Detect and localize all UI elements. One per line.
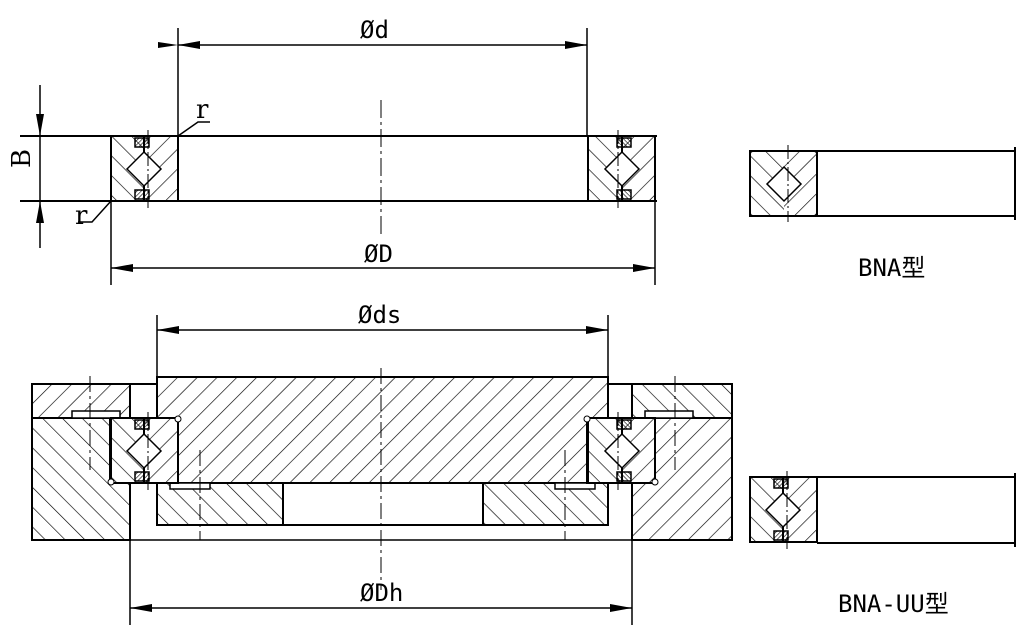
bna-type-view bbox=[749, 145, 1016, 222]
label-D: ØD bbox=[364, 240, 393, 268]
label-r-top: r bbox=[196, 95, 209, 125]
bearing-section-left bbox=[110, 129, 179, 209]
top-section-view bbox=[20, 28, 657, 285]
label-ds: Øds bbox=[358, 301, 401, 329]
bearing-section-right bbox=[587, 129, 656, 209]
label-Dh: ØDh bbox=[360, 579, 403, 607]
bna-uu-type-view bbox=[749, 470, 1016, 550]
label-bna: BNA型 bbox=[858, 254, 925, 282]
dimension-arrows bbox=[36, 41, 655, 612]
label-d: Ød bbox=[360, 16, 389, 44]
mounting-assembly-view bbox=[31, 315, 733, 625]
label-bna-uu: BNA-UU型 bbox=[838, 590, 949, 618]
label-B: B bbox=[7, 149, 37, 168]
label-r-bottom: r bbox=[75, 201, 88, 231]
